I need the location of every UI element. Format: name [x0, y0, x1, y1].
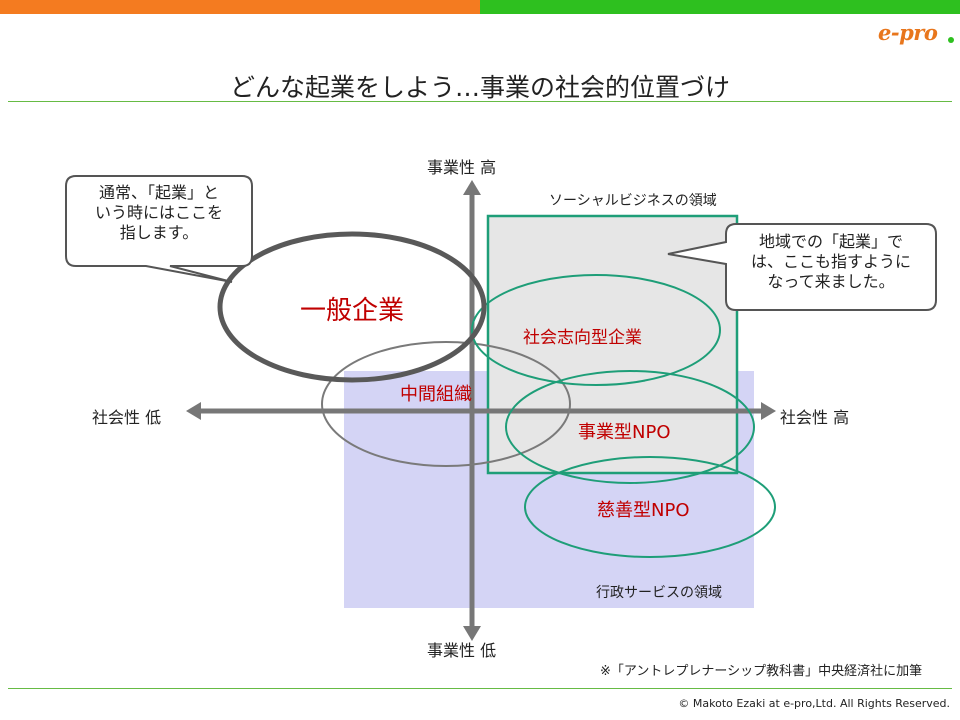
axis-label-x-right: 社会性 高 [780, 408, 850, 427]
intermediate-ellipse [321, 341, 571, 467]
axis-label-y-bottom: 事業性 低 [427, 641, 497, 660]
left-callout-text: 通常、「起業」と いう時にはここを 指します。 [94, 183, 223, 242]
brand-logo-text: e-pro [878, 20, 938, 45]
general-company-ellipse [217, 231, 487, 383]
intermediate-org-label: 中間組織 [400, 384, 472, 405]
axis-arrow-left-icon [186, 402, 201, 420]
title-divider [8, 101, 952, 102]
brand-logo: e-pro [878, 20, 954, 46]
axis-arrow-up-icon [463, 180, 481, 195]
axis-arrow-right-icon [761, 402, 776, 420]
administrative-region-label: 行政サービスの領域 [596, 585, 722, 601]
charity-npo-label: 慈善型NPO [597, 500, 690, 521]
business-npo-ellipse [505, 370, 755, 484]
brand-logo-dot [948, 37, 954, 43]
footer-divider [8, 688, 952, 689]
page-title: どんな起業をしよう…事業の社会的位置づけ [229, 73, 730, 102]
social-business-region-label: ソーシャルビジネスの領域 [549, 193, 717, 209]
social-company-label: 社会志向型企業 [523, 328, 642, 348]
axis-arrow-down-icon [463, 626, 481, 641]
copyright-text: © Makoto Ezaki at e-pro,Ltd. All Rights … [678, 697, 950, 710]
top-bar-orange [0, 0, 480, 14]
general-company-label: 一般企業 [300, 296, 405, 326]
right-callout-text: 地域での「起業」で は、ここも指すように なって来ました。 [750, 232, 911, 291]
business-npo-label: 事業型NPO [578, 422, 671, 443]
charity-npo-ellipse [524, 456, 776, 558]
axis-label-x-left: 社会性 低 [92, 408, 162, 427]
left-callout-bubble [65, 175, 253, 283]
axis-label-y-top: 事業性 高 [427, 158, 497, 177]
social-company-ellipse [471, 274, 721, 386]
right-callout-bubble [667, 223, 937, 311]
citation-note: ※「アントレプレナーシップ教科書」中央経済社に加筆 [600, 664, 923, 679]
top-bar-green [480, 0, 960, 14]
